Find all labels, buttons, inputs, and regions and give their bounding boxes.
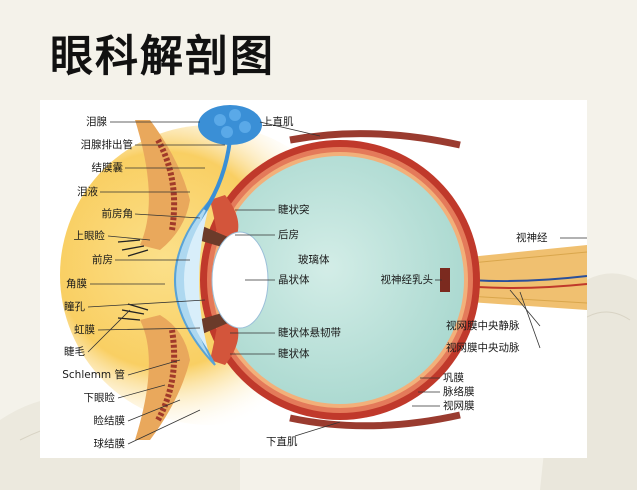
superior-rectus bbox=[289, 130, 461, 149]
eyelashes-upper bbox=[117, 239, 149, 257]
label-anterior-chamber: 前房 bbox=[92, 254, 113, 266]
label-optic-nerve: 视神经 bbox=[516, 232, 548, 244]
label-upper-eyelid: 上眼睑 bbox=[73, 230, 106, 242]
vitreous-body bbox=[216, 156, 464, 404]
label-superior-rectus: 上直肌 bbox=[262, 116, 294, 128]
label-lacrimal-gland: 泪腺 bbox=[86, 116, 107, 128]
page-title: 眼科解剖图 bbox=[50, 32, 275, 82]
eye-cross-section bbox=[60, 105, 587, 445]
label-central-retinal-vein: 视网膜中央静脉 bbox=[446, 320, 520, 332]
label-vitreous-body: 玻璃体 bbox=[298, 254, 330, 266]
leader-lines-left bbox=[87, 121, 225, 445]
label-palpebral-conjunctiva: 睑结膜 bbox=[93, 415, 126, 427]
label-inferior-rectus: 下直肌 bbox=[266, 436, 298, 448]
anterior-chamber bbox=[184, 210, 208, 350]
label-ciliary-body: 睫状体 bbox=[278, 348, 310, 360]
label-choroid: 脉络膜 bbox=[443, 386, 475, 398]
optic-disc bbox=[440, 268, 450, 292]
label-eyelashes: 睫毛 bbox=[64, 346, 85, 358]
tarsal-glands-lower bbox=[155, 329, 178, 422]
label-central-retinal-artery: 视网膜中央动脉 bbox=[446, 342, 520, 354]
label-iris: 虹膜 bbox=[74, 324, 95, 336]
label-ciliary-process: 睫状突 bbox=[278, 204, 310, 216]
lacrimal-duct bbox=[203, 139, 232, 212]
label-lens: 晶状体 bbox=[278, 274, 310, 286]
label-pupil: 瞳孔 bbox=[64, 301, 85, 313]
label-conjunctival-sac: 结膜囊 bbox=[91, 162, 124, 174]
leader-lines-right bbox=[230, 121, 587, 437]
label-zonular-fibers: 睫状体悬韧带 bbox=[278, 327, 341, 339]
label-schlemm-canal: Schlemm 管 bbox=[62, 369, 125, 381]
label-bulbar-conjunctiva: 球结膜 bbox=[93, 438, 126, 450]
label-tears: 泪液 bbox=[77, 186, 98, 198]
label-posterior-chamber: 后房 bbox=[278, 229, 299, 241]
label-retina: 视网膜 bbox=[443, 400, 475, 412]
tarsal-glands-upper bbox=[155, 138, 178, 231]
lacrimal-gland bbox=[198, 105, 262, 145]
label-sclera: 巩膜 bbox=[443, 372, 464, 384]
label-cornea: 角膜 bbox=[66, 278, 87, 290]
eye-anatomy-figure: 泪腺 泪腺排出管 结膜囊 泪液 前房角 上眼睑 前房 角膜 瞳孔 虹膜 睫毛 S… bbox=[40, 100, 587, 458]
label-lower-eyelid: 下眼睑 bbox=[83, 392, 116, 404]
label-optic-disc: 视神经乳头 bbox=[380, 274, 434, 286]
label-chamber-angle: 前房角 bbox=[101, 208, 134, 220]
inferior-rectus bbox=[289, 411, 461, 430]
label-lacrimal-duct: 泪腺排出管 bbox=[80, 139, 134, 151]
